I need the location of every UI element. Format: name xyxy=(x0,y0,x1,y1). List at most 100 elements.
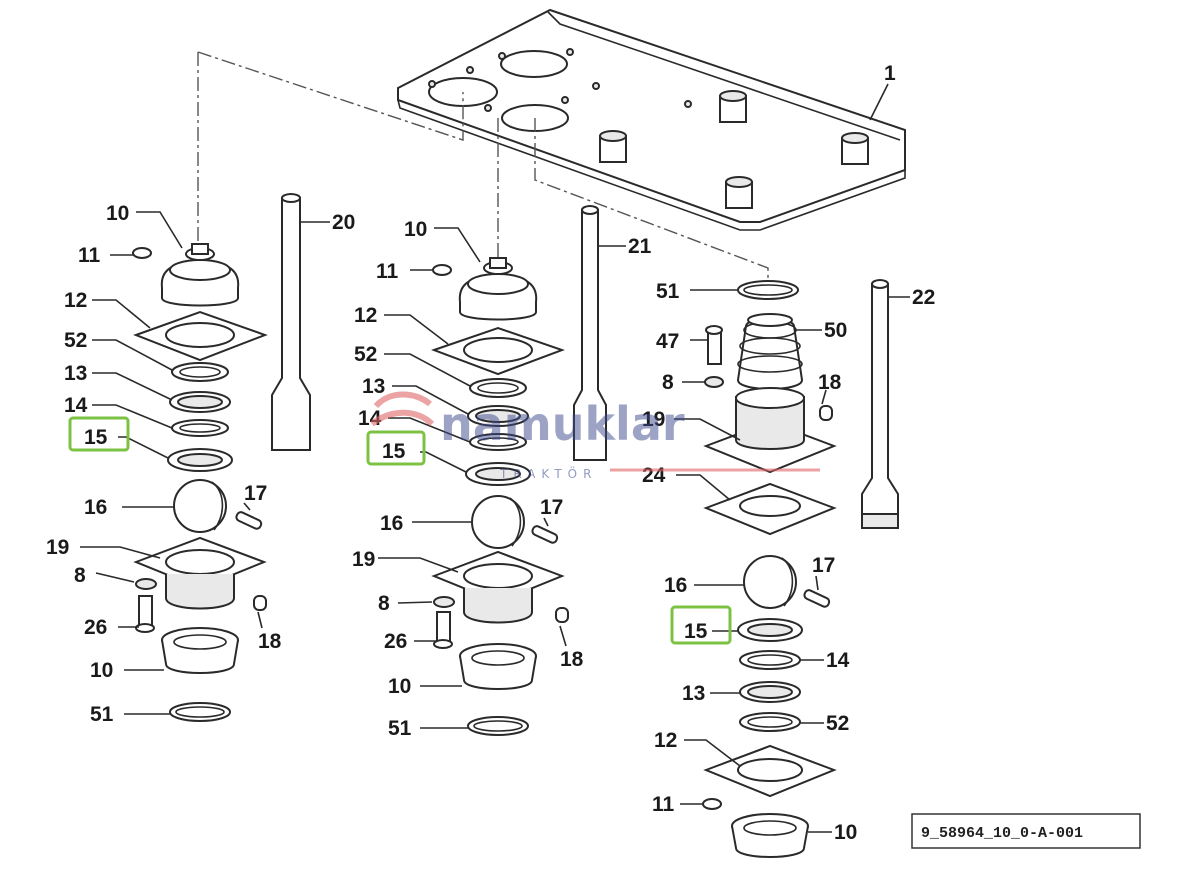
callout-col1-16: 16 xyxy=(84,496,107,519)
callout-col1-17: 17 xyxy=(244,482,267,505)
rod-20 xyxy=(271,193,311,451)
callout-col2-16: 16 xyxy=(380,512,403,535)
column-1-assembly: 10 11 12 52 13 14 15 16 17 19 8 26 18 10… xyxy=(46,193,355,726)
callout-col2-26: 26 xyxy=(384,630,407,653)
bolt-26 xyxy=(138,595,153,627)
ring-14 xyxy=(738,650,802,670)
rubber-boot-50 xyxy=(736,313,804,390)
callout-col2-15: 15 xyxy=(382,440,406,463)
ring-14 xyxy=(170,419,230,437)
circlip-51 xyxy=(168,702,232,722)
mounting-plate: 1 xyxy=(397,8,906,231)
callout-col2-12: 12 xyxy=(354,304,377,327)
reference-code: 9_58964_10_0-A-001 xyxy=(921,825,1083,842)
callout-col1-26: 26 xyxy=(84,616,107,639)
callout-col2-19: 19 xyxy=(352,548,375,571)
highlight-box-col2-15 xyxy=(366,430,426,466)
rod-21 xyxy=(573,205,607,461)
ball-housing-19 xyxy=(703,387,837,474)
ring-14 xyxy=(468,433,528,451)
ball-housing-19 xyxy=(431,550,565,624)
column-2-assembly: 10 11 12 52 13 14 15 16 17 19 8 26 18 10… xyxy=(352,205,652,740)
callout-col1-11: 11 xyxy=(78,244,101,267)
callout-col1-12: 12 xyxy=(64,289,87,312)
callout-col1-8: 8 xyxy=(74,564,86,587)
lower-cup-10 xyxy=(459,643,537,690)
callout-col2-51: 51 xyxy=(388,717,412,740)
callout-col2-52: 52 xyxy=(354,343,377,366)
callout-col1-10b: 10 xyxy=(90,659,113,682)
nut-11 xyxy=(132,247,152,259)
callout-col1-10a: 10 xyxy=(106,202,129,225)
callout-col2-10b: 10 xyxy=(388,675,411,698)
roller-18 xyxy=(555,607,569,623)
callout-col3-16: 16 xyxy=(664,574,687,597)
callout-col1-15: 15 xyxy=(84,426,108,449)
roller-18 xyxy=(819,405,833,421)
watermark-sub: TRAKTÖR xyxy=(499,465,597,481)
roller-18 xyxy=(253,595,267,611)
ball-16 xyxy=(173,479,227,533)
callout-col2-18: 18 xyxy=(560,648,584,671)
callout-col3-14: 14 xyxy=(826,649,850,672)
callout-col1-13: 13 xyxy=(64,362,87,385)
lower-cup-10 xyxy=(161,627,239,674)
rubber-mount-10 xyxy=(160,243,240,307)
washer-8 xyxy=(704,376,724,388)
callout-col3-47: 47 xyxy=(656,330,679,353)
callout-col1-52: 52 xyxy=(64,329,87,352)
callout-col3-24: 24 xyxy=(642,464,666,487)
callout-col3-15: 15 xyxy=(684,620,708,643)
ring-52 xyxy=(468,378,528,398)
callout-1: 1 xyxy=(884,62,896,85)
callout-col3-50: 50 xyxy=(824,319,847,342)
callout-col2-8: 8 xyxy=(378,592,390,615)
callout-col2-13: 13 xyxy=(362,375,385,398)
callout-col3-13: 13 xyxy=(682,682,705,705)
callout-col1-14: 14 xyxy=(64,394,88,417)
callout-rod-20: 20 xyxy=(332,211,355,234)
ring-52 xyxy=(170,362,230,382)
callout-col3-51: 51 xyxy=(656,280,680,303)
callout-rod-21: 21 xyxy=(628,235,652,258)
column-3-assembly: 51 47 50 8 18 19 24 22 16 17 15 14 13 52… xyxy=(642,279,935,858)
pin-17 xyxy=(531,525,559,544)
callout-col3-52: 52 xyxy=(826,712,849,735)
callout-rod-22: 22 xyxy=(912,286,935,309)
ball-16 xyxy=(743,555,797,609)
highlight-box-col3-15 xyxy=(670,605,732,645)
pin-17 xyxy=(803,589,831,608)
callout-col1-18: 18 xyxy=(258,630,282,653)
nut-11 xyxy=(432,264,452,276)
alignment-lines xyxy=(197,51,769,280)
callout-col1-51: 51 xyxy=(90,703,114,726)
watermark-brand: namuklar xyxy=(440,397,685,451)
ball-housing-19 xyxy=(133,536,267,610)
callout-col2-17: 17 xyxy=(540,496,563,519)
callout-col2-10a: 10 xyxy=(404,218,427,241)
ring-52 xyxy=(738,712,802,732)
washer-8 xyxy=(135,578,157,590)
reference-code-box: 9_58964_10_0-A-001 xyxy=(911,813,1141,849)
washer-8 xyxy=(433,596,455,608)
pin-17 xyxy=(235,511,263,530)
callout-col3-10: 10 xyxy=(834,821,857,844)
circlip-51 xyxy=(736,280,800,300)
circlip-51 xyxy=(466,716,530,736)
callout-col3-8: 8 xyxy=(662,371,674,394)
bolt-47 xyxy=(707,329,722,365)
callout-col2-11: 11 xyxy=(376,260,399,283)
callout-col3-18: 18 xyxy=(818,371,842,394)
rubber-mount-10 xyxy=(458,257,538,321)
watermark: namuklar TRAKTÖR xyxy=(370,391,820,481)
rod-22 xyxy=(861,279,899,529)
bolt-26 xyxy=(436,611,451,643)
callout-col3-19: 19 xyxy=(642,408,665,431)
callout-col3-11: 11 xyxy=(652,793,675,816)
callout-col1-19: 19 xyxy=(46,536,69,559)
nut-11 xyxy=(702,798,722,810)
callout-col3-17: 17 xyxy=(812,554,835,577)
highlight-box-col1-15 xyxy=(68,416,130,452)
